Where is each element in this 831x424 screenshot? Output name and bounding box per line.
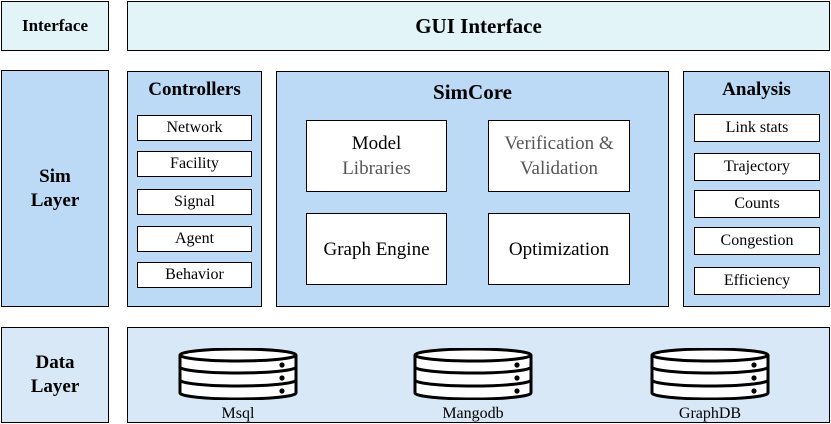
- interface-layer-label: Interface: [1, 1, 109, 51]
- database-icon: [178, 347, 298, 401]
- database-graphdb: GraphDB: [650, 347, 770, 423]
- database-msql: Msql: [178, 347, 298, 423]
- database-mangodb: Mangodb: [413, 347, 533, 423]
- interface-layer-text: Interface: [21, 16, 89, 35]
- controller-item-behavior: Behavior: [137, 262, 252, 288]
- analysis-item-trajectory: Trajectory: [694, 153, 820, 181]
- simcore-panel: SimCore Model Libraries Verification & V…: [276, 71, 669, 307]
- sim-layer-text-line2: Layer: [30, 189, 80, 211]
- controllers-title: Controllers: [148, 79, 241, 100]
- optimization-label: Optimization: [508, 238, 610, 260]
- analysis-title: Analysis: [722, 79, 791, 100]
- database-icon: [650, 347, 770, 401]
- analysis-item-counts: Counts: [694, 190, 820, 218]
- model-libraries-line1: Model: [351, 133, 402, 154]
- controller-item-signal: Signal: [137, 189, 252, 215]
- controllers-panel: Controllers Network Facility Signal Agen…: [127, 71, 262, 307]
- data-layer-label: Data Layer: [1, 327, 109, 423]
- database-label-graphdb: GraphDB: [678, 405, 742, 422]
- sim-layer-text-line1: Sim: [39, 165, 71, 187]
- graph-engine-label: Graph Engine: [323, 238, 430, 260]
- analysis-panel: Analysis Link stats Trajectory Counts Co…: [683, 71, 830, 307]
- controller-item-network: Network: [137, 115, 252, 141]
- optimization-box: Optimization: [488, 213, 630, 285]
- database-label-mangodb: Mangodb: [442, 405, 504, 422]
- verification-validation-line2: Validation: [519, 158, 599, 179]
- graph-engine-box: Graph Engine: [306, 213, 447, 285]
- controller-item-agent: Agent: [137, 226, 252, 252]
- model-libraries-box: Model Libraries: [306, 120, 447, 192]
- gui-interface-box: GUI Interface: [127, 1, 830, 51]
- data-layer-panel: Msql Mangodb: [127, 327, 830, 423]
- simcore-title: SimCore: [433, 80, 512, 104]
- analysis-item-congestion: Congestion: [694, 227, 820, 255]
- data-layer-text-line2: Layer: [30, 376, 80, 397]
- analysis-item-link-stats: Link stats: [694, 114, 820, 142]
- database-label-msql: Msql: [221, 405, 255, 422]
- verification-validation-line1: Verification &: [504, 133, 614, 154]
- analysis-item-efficiency: Efficiency: [694, 267, 820, 295]
- verification-validation-box: Verification & Validation: [488, 120, 630, 192]
- sim-layer-label: Sim Layer: [1, 70, 109, 307]
- gui-interface-title: GUI Interface: [415, 13, 542, 38]
- controller-item-facility: Facility: [137, 151, 252, 177]
- database-icon: [413, 347, 533, 401]
- data-layer-text-line1: Data: [35, 352, 75, 373]
- model-libraries-line2: Libraries: [342, 158, 411, 179]
